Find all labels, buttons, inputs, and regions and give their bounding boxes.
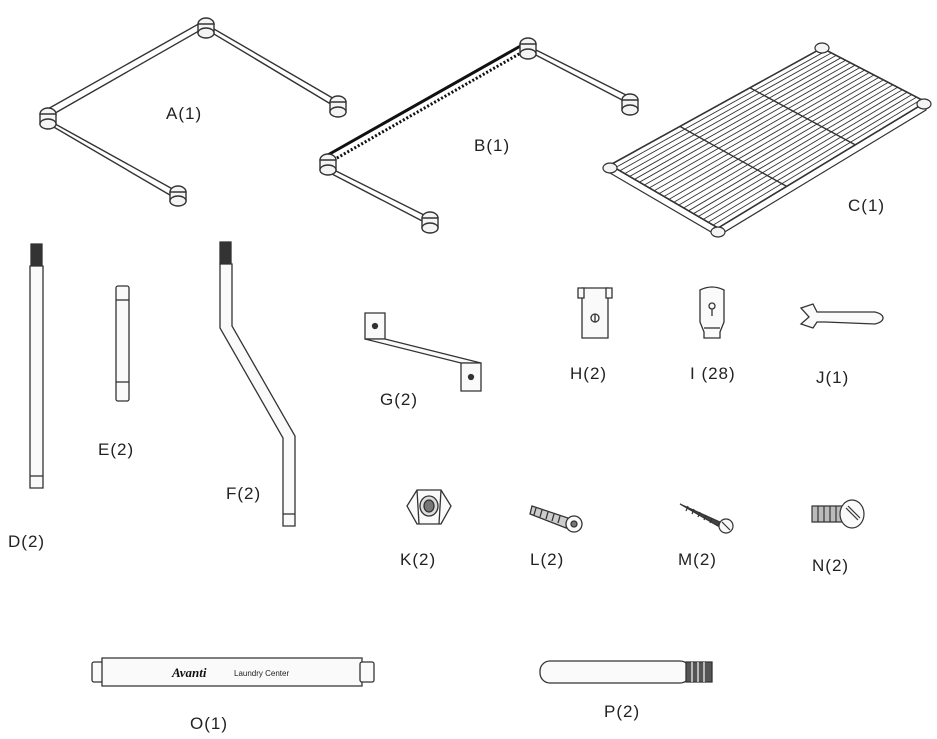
shelf-wire — [644, 65, 855, 185]
shelf-cross-bar — [750, 88, 855, 145]
shelf-wire — [664, 75, 874, 197]
bracket-g-illustration — [355, 305, 495, 400]
shelf-wire — [693, 90, 902, 214]
frame-b-illustration — [312, 30, 647, 240]
label-c: C(1) — [848, 196, 886, 215]
label-n: N(2) — [812, 556, 850, 575]
shelf-wire — [684, 85, 893, 208]
label-a: A(1) — [166, 104, 203, 123]
wrench-j-illustration — [795, 298, 887, 334]
shelf-wire — [615, 50, 827, 167]
shelf-wire — [703, 95, 912, 220]
label-f: F(2) — [226, 484, 262, 503]
shelf-wire — [654, 70, 864, 191]
pole-e-illustration — [108, 282, 138, 407]
label-l: L(2) — [530, 550, 565, 569]
shelf-wire — [689, 87, 898, 211]
shelf-wire — [674, 80, 884, 202]
label-o: O(1) — [190, 714, 228, 733]
shelf-wire — [679, 82, 888, 205]
shelf-wire — [630, 58, 841, 177]
shelf-wire — [649, 68, 860, 188]
label-p: P(2) — [604, 702, 641, 721]
label-d: D(2) — [8, 532, 46, 551]
label-g: G(2) — [380, 390, 418, 409]
label-h: H(2) — [570, 364, 608, 383]
shelf-wire — [635, 60, 846, 179]
rod-product-text: Laundry Center — [234, 669, 289, 678]
shelf-wire — [698, 92, 907, 216]
offset-pole-f-illustration — [205, 238, 315, 533]
rod-o-illustration: Avanti Laundry Center — [86, 652, 386, 692]
label-m: M(2) — [678, 550, 717, 569]
shelf-wire — [625, 55, 836, 173]
shelf-wire — [620, 53, 832, 171]
clip-h-illustration — [572, 282, 620, 344]
shelf-wire — [713, 100, 921, 226]
screw-m-illustration — [676, 498, 738, 536]
rod-brand-text: Avanti — [171, 665, 207, 680]
shelf-cross-bar — [680, 126, 787, 186]
shelf-clip-i-illustration — [690, 282, 734, 344]
wall-anchor-l-illustration — [526, 496, 588, 538]
label-i: I (28) — [690, 364, 736, 383]
label-k: K(2) — [400, 550, 437, 569]
shelf-wire — [708, 97, 916, 222]
threaded-rod-p-illustration — [534, 652, 722, 692]
pole-d-illustration — [22, 240, 52, 495]
shelf-wire — [669, 77, 879, 199]
screw-n-illustration — [806, 496, 870, 536]
shelf-wire — [659, 73, 869, 194]
label-e: E(2) — [98, 440, 135, 459]
shelf-wire — [639, 63, 850, 182]
label-j: J(1) — [816, 368, 850, 387]
hex-nut-k-illustration — [403, 484, 455, 530]
frame-a-illustration — [30, 8, 360, 208]
label-b: B(1) — [474, 136, 511, 155]
wire-shelf-c-illustration — [600, 40, 935, 245]
